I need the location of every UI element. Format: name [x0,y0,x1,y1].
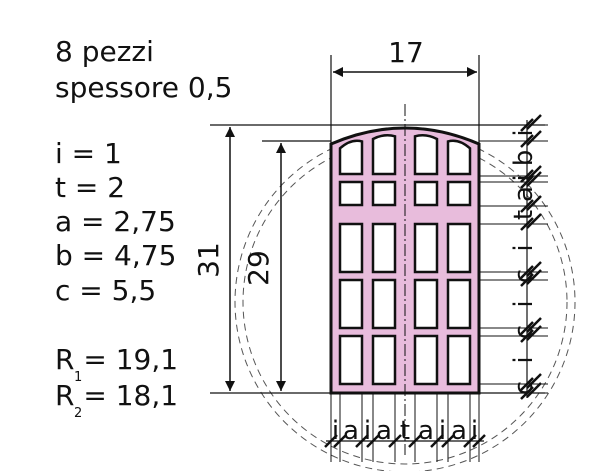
grille-opening [446,334,472,386]
grille-openings [338,134,472,386]
grille-opening [371,222,397,274]
grille-opening [413,222,439,274]
bottom-chain-label: t [400,416,410,446]
side-height-label: 29 [242,250,275,286]
grille-opening [338,139,364,176]
grille-opening [413,134,439,176]
grille-opening [446,222,472,274]
grille-opening [371,334,397,386]
radius-2-value: = 18,1 [74,379,179,412]
right-chain-label: c [509,381,539,395]
param-a: a = 2,75 [55,205,176,238]
right-chain-label: c [509,325,539,339]
right-chain-label: i [509,356,539,363]
bottom-chain-label: a [418,416,434,446]
radius-1-symbol: R [55,343,75,376]
radius-2: R = 18,1 [55,382,178,410]
outer-radius-arc [234,131,576,471]
thickness-note: spessore 0,5 [55,71,233,104]
param-t: t = 2 [55,171,126,204]
grille-opening [338,278,364,330]
bottom-chain-label: i [471,416,478,446]
inner-radius-arc [242,139,568,465]
right-chain-label: t [509,210,539,220]
param-b: b = 4,75 [55,239,177,272]
pieces-note: 8 pezzi [55,35,154,68]
overall-height-label: 31 [192,242,225,278]
right-chain-label: c [509,269,539,283]
right-chain-label: i [509,129,539,136]
grille-opening [413,278,439,330]
grille-opening [446,278,472,330]
param-i: i = 1 [55,137,122,170]
grille-opening [446,139,472,176]
grille-opening [413,180,439,207]
bottom-chain-label: a [343,416,359,446]
radius-1-subscript: 1 [74,370,83,385]
param-c: c = 5,5 [55,274,157,307]
side-height-dimension [262,140,331,391]
grille-opening [371,134,397,176]
right-chain-label: i [509,174,539,181]
radius-1: R = 19,1 [55,346,178,374]
bottom-chain-label: i [332,416,339,446]
width-dimension-label: 17 [388,36,424,69]
grille-opening [446,180,472,207]
bottom-chain-label: a [376,416,392,446]
bottom-chain-label: i [364,416,371,446]
grille-opening [413,334,439,386]
grille-opening [371,278,397,330]
grille-opening [338,334,364,386]
radius-construction-arcs [234,131,576,471]
bottom-chain-label: a [451,416,467,446]
bottom-chain-label: i [439,416,446,446]
right-chain-label: b [509,150,539,167]
right-chain-label: i [509,300,539,307]
right-chain-label: a [509,186,539,202]
grille-opening [338,222,364,274]
grille-opening [338,180,364,207]
radius-1-value: = 19,1 [74,343,179,376]
width-dimension [330,55,480,144]
radius-2-symbol: R [55,379,75,412]
grille-opening [371,180,397,207]
right-chain-label: i [509,244,539,251]
radius-2-subscript: 2 [74,406,83,421]
